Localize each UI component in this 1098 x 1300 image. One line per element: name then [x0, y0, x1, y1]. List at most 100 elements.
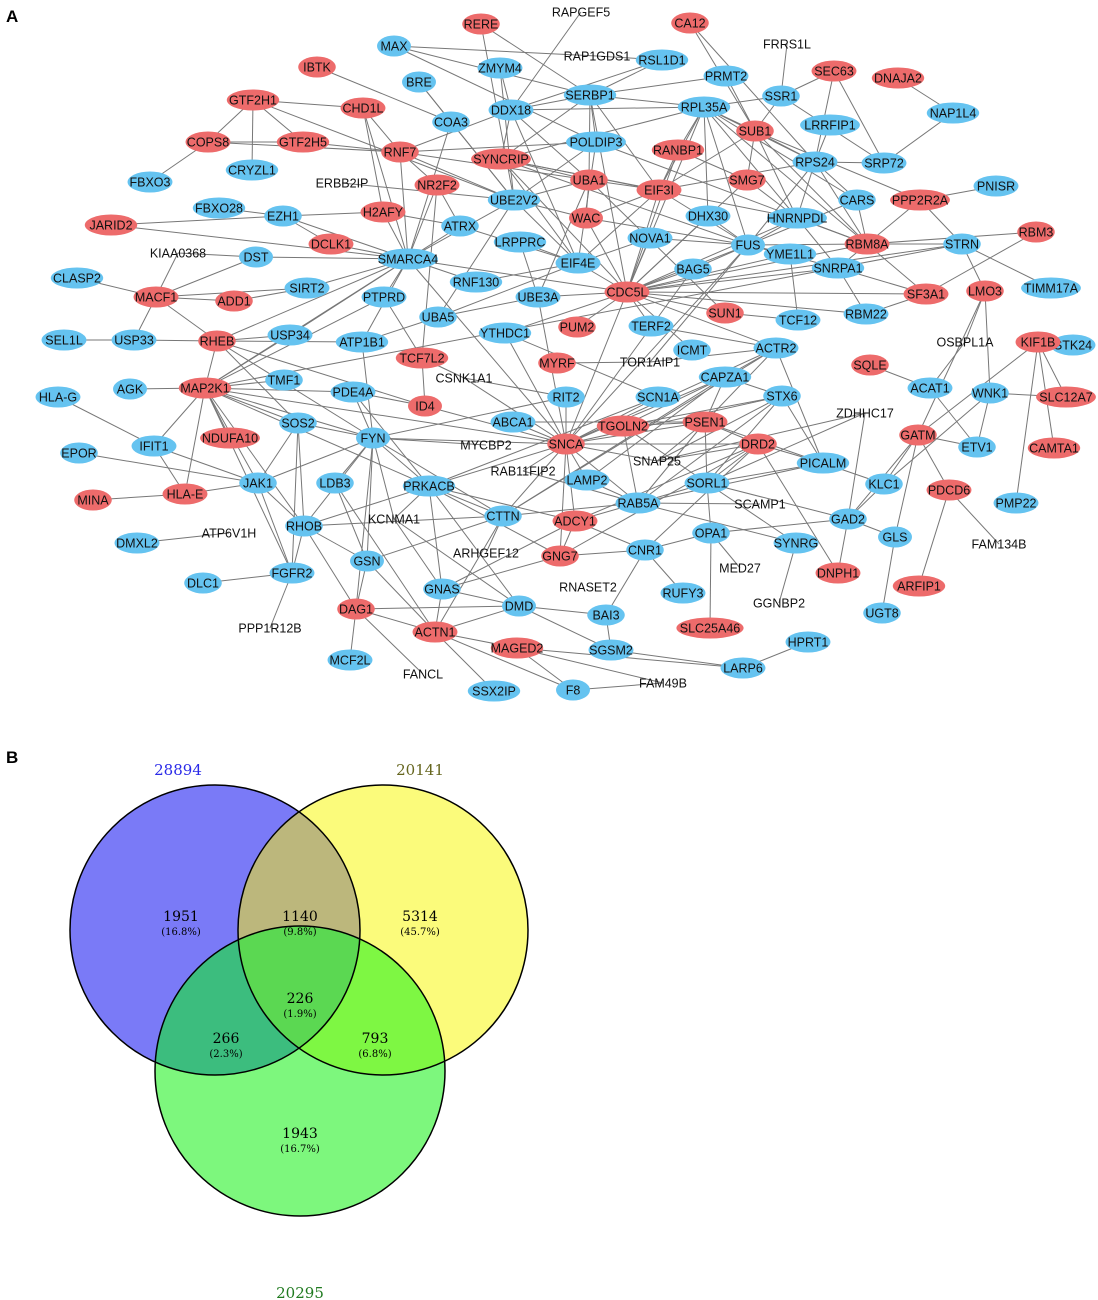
node-ndufa10: NDUFA10 [200, 427, 260, 449]
node-shape [35, 386, 81, 408]
node-label: MCF2L [330, 654, 371, 668]
set-a-title: 28894 [154, 761, 202, 779]
edge-rpl35a-rbm8a [703, 106, 868, 245]
node-shape [660, 582, 706, 604]
node-label: TMF1 [268, 374, 301, 388]
node-shape [184, 572, 222, 594]
edge-ube2v2-eif4e [513, 199, 579, 264]
node-shape [829, 508, 867, 530]
node-snca: SNCA [547, 433, 585, 455]
node-erbb2ip: ERBB2IP [316, 177, 369, 191]
node-label: OSBPL1A [937, 336, 995, 350]
node-tcf12: TCF12 [775, 309, 821, 331]
edge-hnrnpdl-cdc5l [626, 217, 798, 293]
edge-fyn-mycbp2 [372, 437, 487, 446]
node-arfip1: ARFIP1 [892, 575, 946, 597]
node-rnf130: RNF130 [449, 271, 503, 293]
node-label: CNR1 [628, 544, 662, 558]
node-rnf7: RNF7 [381, 141, 419, 163]
edge-drd2-adcy1 [574, 443, 759, 522]
node-scn1a: SCN1A [635, 386, 681, 408]
node-shape [555, 252, 601, 274]
node-shape [412, 621, 458, 643]
node-label: GATM [900, 429, 935, 443]
node-label: RHEB [200, 335, 235, 349]
node-shape [200, 427, 260, 449]
node-usp33: USP33 [111, 329, 157, 351]
node-snrpa1: SNRPA1 [811, 257, 865, 279]
node-shape [490, 637, 544, 659]
node-label: DMD [505, 600, 533, 614]
node-label: GTF2H5 [279, 136, 327, 150]
node-shape [269, 562, 315, 584]
node-myrf: MYRF [538, 352, 576, 374]
node-label: MYRF [539, 357, 575, 371]
node-shape [467, 680, 521, 702]
node-lrrfip1: LRRFIP1 [800, 114, 860, 136]
node-label: ATP1B1 [339, 336, 385, 350]
node-shape [441, 215, 479, 237]
node-label: DCLK1 [311, 238, 351, 252]
node-ppp2r2a: PPP2R2A [890, 189, 950, 211]
node-yme1l1: YME1L1 [763, 243, 817, 265]
node-shape [378, 248, 438, 270]
node-uba5: UBA5 [419, 306, 457, 328]
node-shape [871, 67, 925, 89]
node-label: DNAJA2 [874, 72, 922, 86]
node-label: UBE3A [518, 291, 560, 305]
node-shape [844, 233, 890, 255]
edge-wac-cdc5l [585, 217, 628, 293]
node-shape [692, 522, 730, 544]
node-label: MAX [380, 40, 408, 54]
node-label: EIF3I [644, 184, 674, 198]
node-label: ARFIP1 [897, 580, 941, 594]
node-fam134b: FAM134B [972, 538, 1027, 552]
edge-dhx30-cdc5l [626, 215, 709, 293]
edge-epor-jak1 [78, 452, 259, 484]
edge-jarid2-ezh1 [110, 215, 284, 226]
edge-bag5-snca [565, 268, 694, 445]
node-jarid2: JARID2 [84, 214, 138, 236]
node-label: NDUFA10 [202, 432, 258, 446]
node-label: DHX30 [688, 210, 728, 224]
node-nap1l4: NAP1L4 [926, 102, 980, 124]
edge-dag1-dmd [355, 605, 520, 610]
node-label: WAC [572, 212, 601, 226]
edge-snrpa1-cdc5l [626, 267, 839, 293]
edge-stx6-tgoln2 [622, 395, 783, 427]
node-adcy1: ADCY1 [552, 510, 598, 532]
node-shape [74, 489, 112, 511]
node-shape [162, 483, 208, 505]
node-label: SLC25A46 [680, 622, 741, 636]
node-label: LAMP2 [567, 474, 608, 488]
node-label: SSX2IP [472, 685, 516, 699]
edge-sub1-ppp2r2a [754, 130, 921, 201]
node-label: RERE [464, 18, 499, 32]
node-shape [360, 201, 406, 223]
node-label: LARP6 [723, 662, 763, 676]
node-label: RNASET2 [559, 581, 617, 595]
node-label: SERBP1 [565, 89, 614, 103]
node-syncrip: SYNCRIP [471, 148, 531, 170]
node-label: GAD2 [831, 513, 865, 527]
node-prmt2: PRMT2 [703, 65, 749, 87]
node-shape [843, 303, 889, 325]
node-label: LRRFIP1 [804, 119, 855, 133]
node-rufy3: RUFY3 [660, 582, 706, 604]
edge-cdc5l-actr2 [626, 291, 777, 349]
node-label: PTPRD [363, 291, 405, 305]
node-camta1: CAMTA1 [1027, 437, 1081, 459]
node-nova1: NOVA1 [627, 227, 673, 249]
panel-a-label: A [6, 7, 18, 26]
region-ac-count: 266 [213, 1031, 240, 1047]
node-smarca4: SMARCA4 [378, 248, 438, 270]
node-srp72: SRP72 [861, 152, 907, 174]
edge-cnr1-bai3 [605, 549, 646, 616]
node-label: PSEN1 [685, 416, 726, 430]
node-label: PPP2R2A [892, 194, 949, 208]
region-ab-pct: (9.8%) [283, 927, 316, 938]
node-shape [775, 309, 821, 331]
node-shape [335, 331, 389, 353]
node-lrpprc: LRPPRC [493, 231, 547, 253]
node-max: MAX [377, 35, 411, 57]
